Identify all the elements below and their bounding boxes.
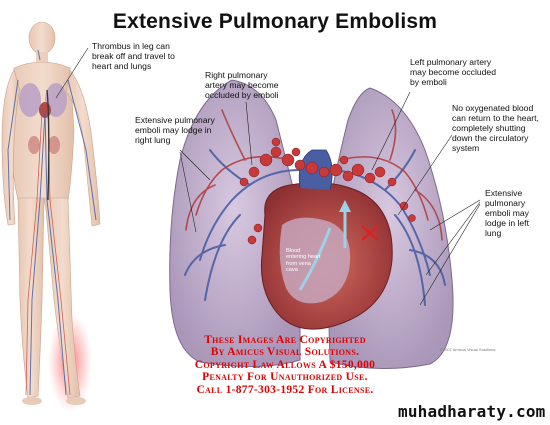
illustration-credit: ©2007 Amicus Visual Solutions — [440, 347, 496, 352]
label-left-pulmonary-artery: Left pulmonary artery may become occlude… — [410, 57, 496, 87]
site-watermark: muhadharaty.com — [398, 402, 546, 421]
left-leg — [43, 197, 81, 399]
lungs-illustration — [169, 79, 454, 370]
blocked-flow-x-icon — [361, 225, 379, 241]
thrombus-leader — [55, 47, 89, 99]
label-emboli-left-lung: Extensive pulmonary emboli may lodge in … — [485, 188, 529, 238]
copyright-line-3: Copyright Law Allows A $150,000 — [194, 358, 376, 371]
copyright-line-2: By Amicus Visual Solutions. — [210, 346, 360, 359]
figure-veins — [7, 49, 97, 396]
label-right-pulmonary-artery: Right pulmonary artery may become occlud… — [205, 70, 279, 100]
right-leg — [17, 197, 45, 399]
figure-kidney-left — [48, 136, 60, 154]
copyright-line-1: These Images Are Copyrighted — [204, 334, 366, 346]
diagram-title: Extensive Pulmonary Embolism — [112, 10, 438, 33]
figure-kidney-right — [28, 136, 40, 154]
emboli-clusters — [239, 137, 416, 245]
figure-right-lung — [19, 83, 41, 117]
label-emboli-right-lung: Extensive pulmonary emboli may lodge in … — [135, 115, 215, 145]
thrombus-path — [46, 89, 50, 201]
human-figure — [1, 21, 101, 412]
left-foot — [66, 397, 86, 405]
torso — [9, 61, 75, 201]
copyright-line-5: Call 1-877-303-1952 For License. — [196, 383, 374, 396]
label-thrombus-in-leg: Thrombus in leg can break off and travel… — [92, 41, 175, 71]
copyright-line-4: Penalty For Unauthorized Use. — [202, 371, 368, 384]
label-leaders — [179, 91, 481, 306]
copyright-notice: These Images Are Copyrighted By Amicus V… — [165, 334, 405, 396]
head — [28, 21, 56, 55]
right-arm — [1, 69, 21, 226]
label-blood-entering-heart: Blood entering heart from vena cava — [286, 248, 321, 274]
neck — [36, 52, 48, 62]
label-no-oxygenated-blood: No oxygenated blood can return to the he… — [452, 103, 539, 153]
blood-flow-arrow — [298, 227, 332, 291]
right-foot — [22, 397, 42, 405]
outflow-arrowhead — [339, 200, 351, 212]
